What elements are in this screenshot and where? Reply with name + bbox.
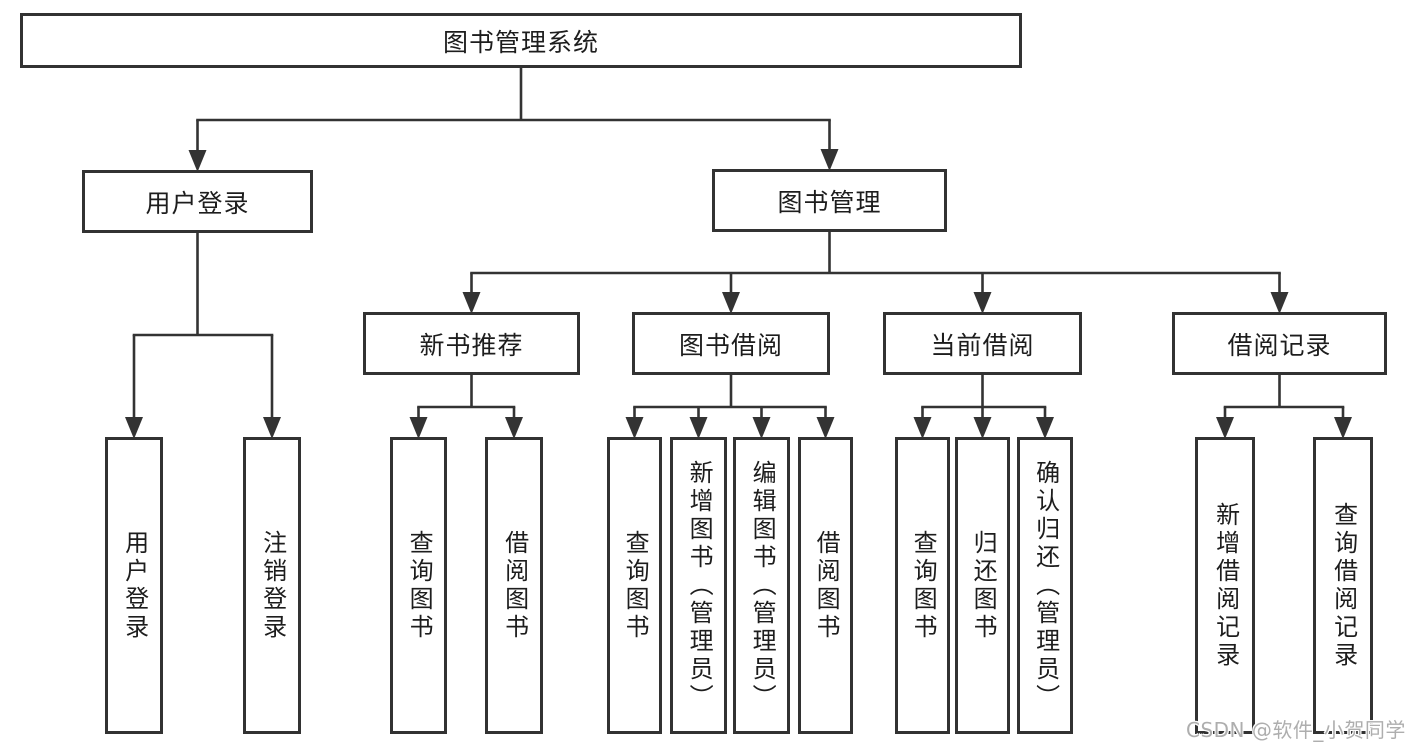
node-leaf-add-borrow-record: 新增借阅记录 — [1195, 437, 1255, 734]
watermark: CSDN @软件_小贺同学 — [1186, 718, 1405, 742]
arrowhead-book-borrow — [722, 292, 740, 314]
arrowhead-leaf-borrow-book-2 — [816, 417, 835, 439]
arrowhead-leaf-borrow-book-1 — [505, 417, 523, 439]
node-label-book-borrow: 图书借阅 — [678, 330, 783, 360]
arrowhead-leaf-user-login — [125, 417, 143, 439]
node-label-book-mgmt: 图书管理 — [777, 187, 882, 217]
node-leaf-user-login: 用户登录 — [105, 437, 163, 734]
node-leaf-query-book-2: 查询图书 — [607, 437, 662, 734]
node-book-mgmt: 图书管理 — [712, 169, 947, 232]
node-label-leaf-user-login: 用户登录 — [120, 529, 149, 642]
arrowhead-leaf-add-book — [689, 417, 708, 439]
node-label-leaf-query-book-2: 查询图书 — [621, 529, 650, 642]
arrowhead-leaf-logout — [263, 417, 281, 439]
arrowhead-leaf-edit-book — [752, 417, 771, 439]
connector-borrow-records — [1216, 373, 1352, 439]
arrowhead-leaf-query-book-1 — [409, 417, 428, 439]
node-label-leaf-return-book: 归还图书 — [969, 529, 998, 642]
node-label-root: 图书管理系统 — [442, 27, 599, 57]
arrowhead-book-mgmt — [820, 149, 839, 171]
node-leaf-borrow-book-1: 借阅图书 — [485, 437, 543, 734]
node-label-leaf-query-book-3: 查询图书 — [909, 529, 938, 642]
connector-current-borrow — [913, 373, 1054, 439]
node-label-leaf-confirm-return: 确认归还（管理员） — [1031, 459, 1060, 712]
connector-book-borrow — [625, 373, 835, 439]
node-new-book-rec: 新书推荐 — [363, 312, 580, 375]
node-leaf-add-book: 新增图书（管理员） — [670, 437, 727, 734]
node-label-user-login: 用户登录 — [145, 188, 250, 218]
node-leaf-confirm-return: 确认归还（管理员） — [1017, 437, 1073, 734]
node-borrow-records: 借阅记录 — [1172, 312, 1387, 375]
node-label-current-borrow: 当前借阅 — [930, 330, 1035, 360]
connector-root — [188, 66, 839, 172]
arrowhead-leaf-add-borrow-record — [1216, 417, 1234, 439]
arrowhead-borrow-records — [1270, 292, 1289, 314]
node-leaf-query-book-1: 查询图书 — [390, 437, 447, 734]
node-label-new-book-rec: 新书推荐 — [419, 330, 524, 360]
node-leaf-logout: 注销登录 — [243, 437, 301, 734]
connector-book-mgmt — [462, 230, 1289, 314]
arrowhead-leaf-return-book — [973, 417, 992, 439]
node-label-borrow-records: 借阅记录 — [1227, 330, 1332, 360]
node-label-leaf-borrow-book-1: 借阅图书 — [500, 529, 529, 642]
node-label-leaf-edit-book: 编辑图书（管理员） — [748, 459, 777, 712]
node-leaf-return-book: 归还图书 — [955, 437, 1010, 734]
arrowhead-leaf-query-borrow-record — [1334, 417, 1352, 439]
node-leaf-borrow-book-2: 借阅图书 — [798, 437, 853, 734]
node-leaf-edit-book: 编辑图书（管理员） — [733, 437, 790, 734]
node-label-leaf-query-borrow-record: 查询借阅记录 — [1329, 501, 1358, 670]
node-leaf-query-book-3: 查询图书 — [895, 437, 950, 734]
node-label-leaf-add-book: 新增图书（管理员） — [685, 459, 714, 712]
node-label-leaf-borrow-book-2: 借阅图书 — [812, 529, 841, 642]
connector-new-book-rec — [409, 373, 523, 439]
node-current-borrow: 当前借阅 — [883, 312, 1082, 375]
arrowhead-current-borrow — [973, 292, 992, 314]
node-book-borrow: 图书借阅 — [632, 312, 830, 375]
arrowhead-leaf-query-book-2 — [625, 417, 644, 439]
arrowhead-leaf-query-book-3 — [913, 417, 932, 439]
connector-user-login — [125, 231, 281, 439]
node-user-login: 用户登录 — [82, 170, 313, 233]
node-label-leaf-query-book-1: 查询图书 — [405, 529, 434, 642]
node-root: 图书管理系统 — [20, 13, 1022, 68]
node-label-leaf-add-borrow-record: 新增借阅记录 — [1211, 501, 1240, 670]
arrowhead-leaf-confirm-return — [1036, 417, 1054, 439]
arrowhead-new-book-rec — [462, 292, 481, 314]
arrowhead-user-login — [188, 150, 207, 172]
node-leaf-query-borrow-record: 查询借阅记录 — [1313, 437, 1373, 734]
node-label-leaf-logout: 注销登录 — [258, 529, 287, 642]
